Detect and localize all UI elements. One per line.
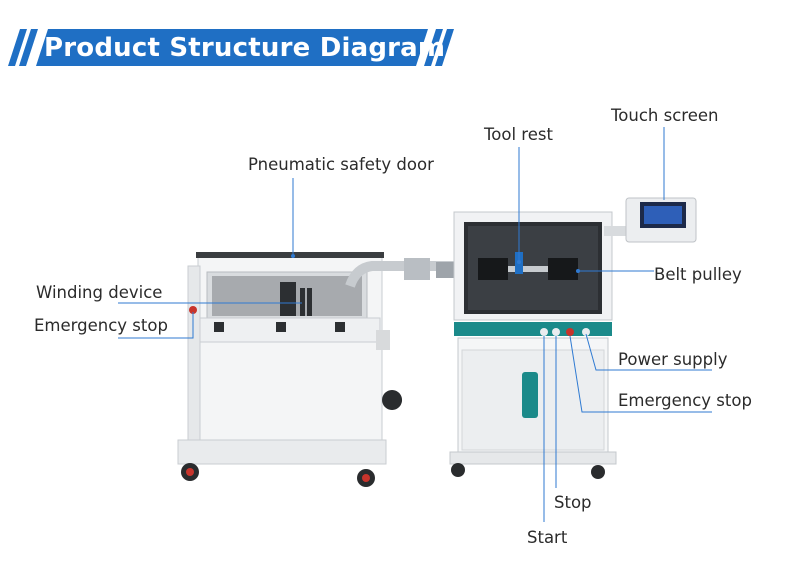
label-touch-screen: Touch screen <box>611 106 719 125</box>
banner-stripe-left-2 <box>19 29 38 66</box>
winding-cabinet <box>177 252 403 487</box>
label-pneumatic-safety-door: Pneumatic safety door <box>248 155 434 174</box>
banner-stripe-left-1 <box>8 29 27 66</box>
banner-stripe-right-2 <box>435 29 454 66</box>
label-emergency-stop-left: Emergency stop <box>34 316 168 335</box>
header-banner <box>8 29 454 66</box>
leader-endpoints <box>291 254 580 273</box>
page-title: Product Structure Diagram <box>44 33 446 63</box>
banner-bar <box>36 29 428 66</box>
label-belt-pulley: Belt pulley <box>654 265 742 284</box>
label-tool-rest: Tool rest <box>484 125 553 144</box>
touch-screen-panel <box>604 197 697 243</box>
label-winding-device: Winding device <box>36 283 163 302</box>
stripping-machine <box>449 211 617 479</box>
label-stop: Stop <box>554 493 592 512</box>
leader-power-supply <box>585 333 712 371</box>
leader-emergency-left <box>118 312 194 339</box>
label-power-supply: Power supply <box>618 350 728 369</box>
label-emergency-stop-right: Emergency stop <box>618 391 752 410</box>
label-start: Start <box>527 528 568 547</box>
banner-stripe-right-1 <box>424 29 443 66</box>
leader-emergency-right <box>569 335 712 413</box>
wire-feed-tube <box>345 258 456 288</box>
leader-lines <box>118 127 712 522</box>
